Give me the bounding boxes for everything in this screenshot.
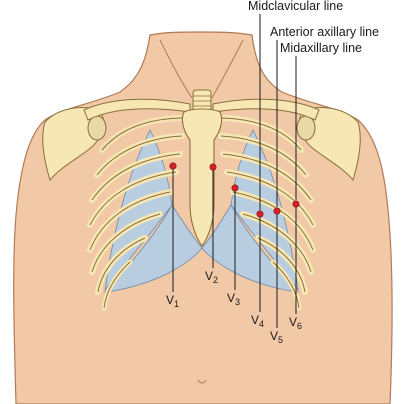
label-v6: V6	[289, 315, 302, 331]
label-midaxillary: Midaxillary line	[280, 41, 362, 55]
label-anterior-axillary: Anterior axillary line	[270, 25, 379, 39]
ribs-left	[87, 115, 188, 311]
electrode-v5	[273, 207, 281, 215]
label-v1: V1	[166, 293, 179, 309]
electrode-v6	[292, 200, 300, 208]
trachea-rings	[193, 95, 211, 107]
label-v5: V5	[270, 329, 283, 345]
label-v3: V3	[227, 291, 240, 307]
umbilicus	[197, 379, 207, 384]
neck-muscle-left	[159, 39, 193, 99]
label-v2: V2	[205, 269, 218, 285]
neck-muscle-right	[211, 39, 244, 99]
humerus-head-left	[87, 115, 107, 141]
electrodes	[169, 162, 300, 218]
sternum	[181, 108, 223, 247]
electrode-v3	[231, 184, 239, 192]
electrode-v4	[256, 210, 264, 218]
ribs-right	[215, 115, 316, 311]
lead-lines	[172, 166, 297, 328]
electrode-v1	[169, 162, 177, 170]
label-v4: V4	[251, 313, 264, 329]
reference-lines	[259, 14, 297, 210]
electrode-v2	[209, 163, 217, 171]
label-midclavicular: Midclavicular line	[248, 0, 343, 13]
humerus-head-right	[296, 115, 316, 141]
